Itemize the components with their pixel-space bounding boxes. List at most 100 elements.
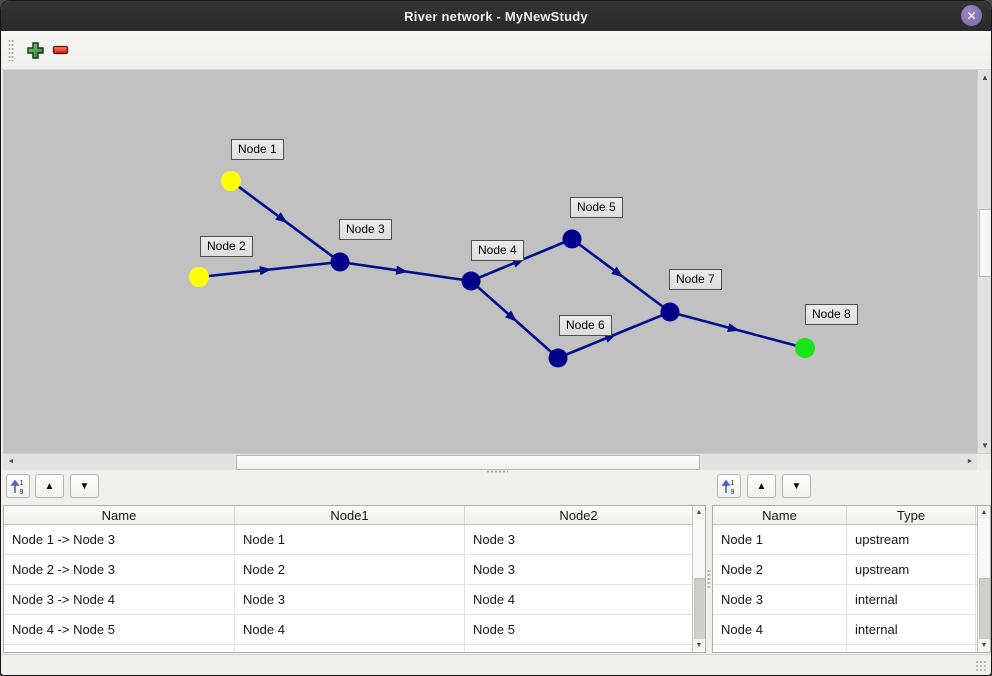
network-node[interactable] [548,348,568,368]
table-scroll-thumb[interactable] [979,578,990,642]
table-cell[interactable]: Node 2 -> Node 3 [4,555,235,584]
network-node[interactable] [461,271,481,291]
table-cell[interactable] [465,645,693,652]
table-cell[interactable]: Node 3 [465,555,693,584]
scroll-up-icon[interactable]: ▲ [693,506,705,519]
node-label[interactable]: Node 6 [559,315,612,336]
table-cell[interactable]: Node 5 [465,615,693,644]
canvas-vertical-scrollbar[interactable]: ▲ ▼ [977,70,991,453]
node-label[interactable]: Node 7 [669,269,722,290]
node-label[interactable]: Node 1 [231,139,284,160]
node-label[interactable]: Node 8 [805,304,858,325]
node-move-down-button[interactable]: ▼ [782,474,811,498]
splitter-handle-icon [707,569,711,589]
network-node[interactable] [562,229,582,249]
network-node[interactable] [795,338,815,358]
close-icon: ✕ [966,8,977,23]
network-node[interactable] [330,252,350,272]
table-cell[interactable]: Node 4 [713,615,847,644]
table-cell[interactable]: upstream [847,555,976,584]
table-cell[interactable] [4,645,235,652]
node-label[interactable]: Node 5 [570,197,623,218]
table-cell[interactable]: Node 2 [713,555,847,584]
river-network-canvas[interactable]: Node 1 Node 2 Node 3 Node 4 Node 5 Node 6 Node… [3,70,977,453]
network-node[interactable] [660,302,680,322]
column-header[interactable]: Name [4,506,235,524]
vertical-splitter[interactable] [706,505,712,653]
table-cell[interactable]: internal [847,585,976,614]
green-plus-icon [26,41,44,59]
scroll-down-icon[interactable]: ▼ [978,438,991,453]
node-label[interactable]: Node 3 [339,219,392,240]
column-header[interactable]: Node2 [465,506,693,524]
toolbar-drag-handle[interactable] [8,39,14,61]
branch-sort-button[interactable]: 1 9 [6,474,30,498]
sort-1-9-icon: 1 9 [10,479,24,495]
table-cell[interactable] [235,645,465,652]
column-header[interactable]: Node1 [235,506,465,524]
node-table-scrollbar[interactable]: ▲ ▼ [977,506,990,652]
flow-direction-arrow-icon [259,265,272,276]
table-cell[interactable]: Node 2 [235,555,465,584]
move-down-icon: ▼ [79,480,90,492]
scroll-down-icon[interactable]: ▼ [978,639,990,652]
move-up-icon: ▲ [756,480,767,492]
scroll-left-icon[interactable]: ◄ [3,454,19,469]
table-cell[interactable]: Node 1 -> Node 3 [4,525,235,554]
table-cell[interactable]: Node 3 [465,525,693,554]
table-cell[interactable]: Node 3 -> Node 4 [4,585,235,614]
scroll-right-icon[interactable]: ► [962,454,978,469]
branch-move-up-button[interactable]: ▲ [35,474,64,498]
branch-table-scrollbar[interactable]: ▲ ▼ [692,506,705,652]
branch-move-down-button[interactable]: ▼ [70,474,99,498]
table-cell[interactable]: Node 4 [465,585,693,614]
title-bar[interactable]: River network - MyNewStudy ✕ [1,1,991,31]
table-cell[interactable]: Node 3 [713,585,847,614]
table-cell[interactable]: upstream [847,525,976,554]
table-cell[interactable] [713,645,847,652]
table-cell[interactable]: internal [847,615,976,644]
remove-branch-button[interactable] [48,37,74,63]
network-node[interactable] [189,267,209,287]
horizontal-scroll-thumb[interactable] [236,455,700,470]
close-button[interactable]: ✕ [961,5,982,26]
node-sort-button[interactable]: 1 9 [717,474,741,498]
network-node[interactable] [221,171,241,191]
table-cell[interactable]: Node 1 [713,525,847,554]
table-cell[interactable]: Node 3 [235,585,465,614]
node-label[interactable]: Node 4 [471,240,524,261]
column-header[interactable]: Name [713,506,847,524]
scroll-down-icon[interactable]: ▼ [693,639,705,652]
table-row[interactable] [4,645,705,652]
vertical-scroll-thumb[interactable] [979,209,991,277]
node-move-up-button[interactable]: ▲ [747,474,776,498]
horizontal-splitter[interactable] [3,469,991,474]
node-label[interactable]: Node 2 [200,236,253,257]
table-cell[interactable]: Node 4 [235,615,465,644]
flow-direction-arrow-icon [275,212,288,224]
resize-grip[interactable] [975,660,988,673]
scroll-up-icon[interactable]: ▲ [978,70,991,85]
add-branch-button[interactable] [22,37,48,63]
table-row[interactable] [713,645,990,652]
table-cell[interactable] [847,645,976,652]
table-scroll-thumb[interactable] [694,578,705,642]
scroll-up-icon[interactable]: ▲ [978,506,990,519]
column-header[interactable]: Type [847,506,976,524]
table-cell[interactable]: Node 1 [235,525,465,554]
table-cell[interactable]: Node 4 -> Node 5 [4,615,235,644]
canvas-horizontal-scrollbar[interactable]: ◄ ► [3,453,991,470]
network-graph [189,171,815,368]
